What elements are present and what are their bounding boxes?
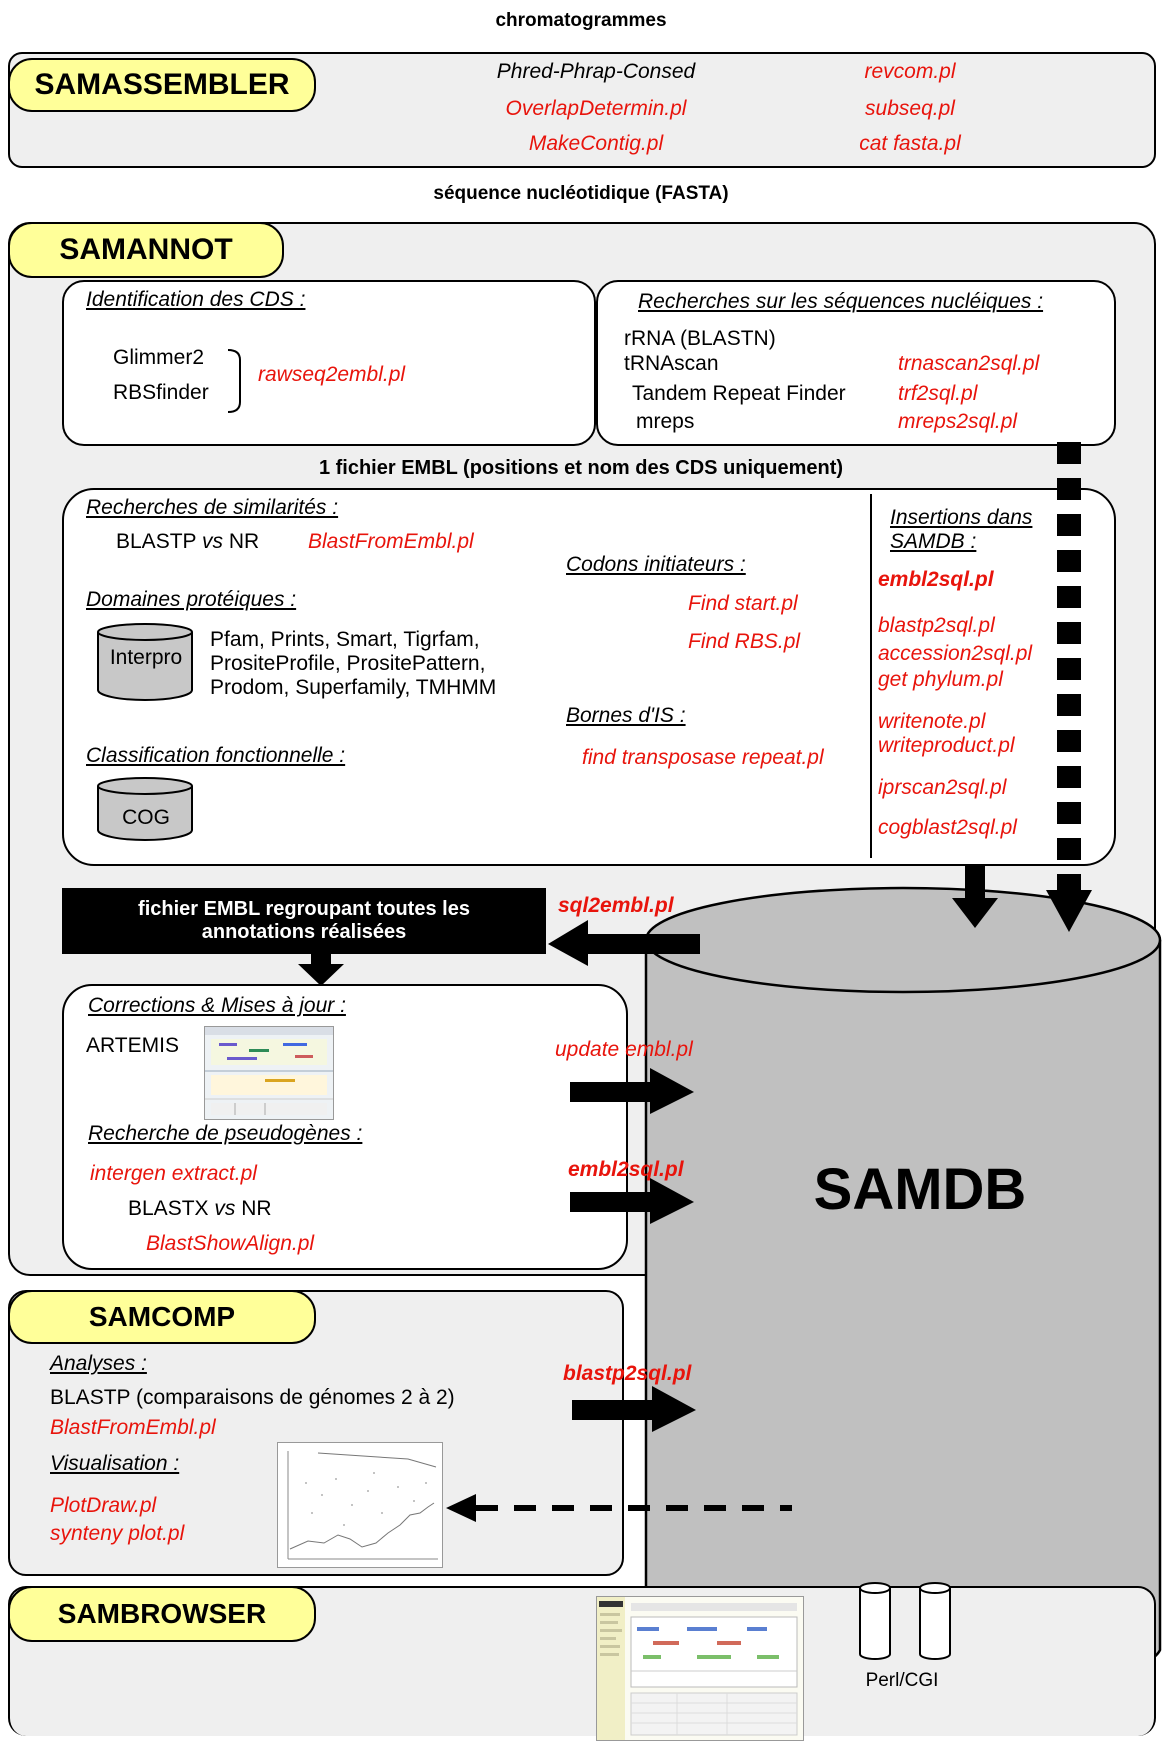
script-mreps2sql: mreps2sql.pl (898, 410, 1018, 433)
assembler-script-revcom: revcom.pl (864, 60, 956, 83)
script-embl2sql: embl2sql.pl (878, 568, 994, 591)
script-update-embl: update embl.pl (555, 1038, 693, 1061)
samdb-to-visualisation-dashed-arrow (446, 1494, 792, 1522)
cds-heading: Identification des CDS : (86, 288, 306, 311)
classification-heading: Classification fonctionnelle : (86, 744, 346, 767)
assembler-tool-phred: Phred-Phrap-Consed (496, 60, 696, 83)
script-find-transposase: find transposase repeat.pl (582, 746, 824, 769)
insert-heading-2: SAMDB : (890, 530, 977, 553)
script-plotdraw: PlotDraw.pl (50, 1494, 157, 1517)
visualisation-heading: Visualisation : (50, 1452, 180, 1475)
script-rawseq2embl: rawseq2embl.pl (258, 363, 406, 386)
script-blastfromembl-comp: BlastFromEmbl.pl (50, 1416, 216, 1439)
cds-bracket (227, 349, 241, 413)
nucleic-search-box (596, 280, 1116, 446)
cog-label: COG (122, 806, 170, 829)
assembler-script-overlap: OverlapDetermin.pl (505, 97, 687, 120)
script-accession2sql: accession2sql.pl (878, 642, 1033, 665)
corrections-box (62, 984, 628, 1270)
comp-to-samdb-arrow (572, 1386, 696, 1432)
interpro-database-icon (97, 623, 193, 701)
chromatogram-label: chromatogrammes (495, 10, 667, 31)
blastx-nr-text: BLASTX vs NR (128, 1197, 272, 1220)
perl-cgi-label: Perl/CGI (865, 1670, 939, 1691)
samcomp-tab: SAMCOMP (8, 1290, 316, 1344)
codons-heading: Codons initiateurs : (566, 553, 746, 576)
assembler-script-catfasta: cat fasta.pl (859, 132, 961, 155)
samassembler-tab: SAMASSEMBLER (8, 58, 316, 112)
embl-file-label: 1 fichier EMBL (positions et nom des CDS… (318, 457, 844, 479)
embl-to-corrections-arrow (298, 954, 344, 986)
analyses-heading: Analyses : (50, 1352, 147, 1375)
similarity-to-samdb-arrow (952, 864, 998, 928)
script-cogblast2sql: cogblast2sql.pl (878, 816, 1017, 839)
script-find-rbs: Find RBS.pl (688, 630, 801, 653)
perl-cgi-connectors (859, 1582, 951, 1660)
script-writenote: writenote.pl (878, 710, 986, 733)
tool-glimmer2: Glimmer2 (113, 346, 205, 369)
nucleic-to-samdb-arrow (1046, 442, 1092, 932)
tool-rbsfinder: RBSfinder (113, 381, 209, 404)
script-blastp2sql: blastp2sql.pl (878, 614, 995, 637)
nucleic-heading: Recherches sur les séquences nucléiques … (638, 290, 1044, 313)
similarity-heading: Recherches de similarités : (86, 496, 339, 519)
sambrowser-screenshot (596, 1596, 804, 1741)
tool-mreps: mreps (636, 410, 695, 433)
assembler-script-subseq: subseq.pl (865, 97, 955, 120)
script-intergen-extract: intergen extract.pl (90, 1162, 257, 1185)
embl-all-annotations-line2: annotations réalisées (201, 921, 407, 943)
pseudo-to-samdb-arrow (570, 1178, 694, 1224)
is-heading: Bornes d'IS : (566, 704, 686, 727)
fasta-label: séquence nucléotidique (FASTA) (433, 183, 729, 204)
script-embl2sql-corr: embl2sql.pl (568, 1158, 684, 1181)
tool-rrna: rRNA (BLASTN) (624, 327, 776, 350)
artemis-screenshot (204, 1026, 334, 1120)
domains-list-1: Pfam, Prints, Smart, Tigrfam, (210, 628, 480, 651)
embl-all-annotations-line1: fichier EMBL regroupant toutes les (138, 898, 470, 920)
script-blastshowalign: BlastShowAlign.pl (146, 1232, 315, 1255)
blastp-comparisons-text: BLASTP (comparaisons de génomes 2 à 2) (50, 1386, 455, 1409)
pseudogene-heading: Recherche de pseudogènes : (88, 1122, 363, 1145)
artemis-label: ARTEMIS (86, 1034, 179, 1057)
samdb-database-cylinder (644, 886, 1162, 1697)
script-find-start: Find start.pl (688, 592, 798, 615)
sambrowser-tab: SAMBROWSER (8, 1586, 316, 1642)
script-blastfromembl: BlastFromEmbl.pl (308, 530, 474, 553)
tool-trnascan: tRNAscan (624, 352, 719, 375)
cog-database-icon (97, 777, 193, 841)
interpro-label: Interpro (109, 646, 183, 669)
update-to-samdb-arrow (570, 1068, 694, 1114)
script-trf2sql: trf2sql.pl (898, 382, 978, 405)
domains-list-2: PrositeProfile, PrositePattern, (210, 652, 486, 675)
samdb-to-embl-arrow (548, 920, 700, 966)
script-trnascan2sql: trnascan2sql.pl (898, 352, 1040, 375)
tool-tandem-repeat: Tandem Repeat Finder (632, 382, 846, 405)
domains-heading: Domaines protéiques : (86, 588, 297, 611)
script-writeproduct: writeproduct.pl (878, 734, 1015, 757)
domains-list-3: Prodom, Superfamily, TMHMM (210, 676, 497, 699)
insert-divider (870, 494, 872, 858)
script-synteny-plot: synteny plot.pl (50, 1522, 185, 1545)
script-blastp2sql-comp: blastp2sql.pl (563, 1362, 692, 1385)
script-iprscan2sql: iprscan2sql.pl (878, 776, 1007, 799)
script-sql2embl: sql2embl.pl (558, 894, 674, 917)
samannot-tab: SAMANNOT (8, 222, 284, 278)
embl-all-annotations-box: fichier EMBL regroupant toutes les annot… (62, 888, 546, 954)
script-get-phylum: get phylum.pl (878, 668, 1003, 691)
synteny-plot-screenshot (277, 1442, 443, 1568)
blastp-nr-text: BLASTP vs NR (116, 530, 260, 553)
insert-heading-1: Insertions dans (890, 506, 1033, 529)
similarity-box (62, 488, 1116, 866)
assembler-script-makecontig: MakeContig.pl (528, 132, 664, 155)
corrections-heading: Corrections & Mises à jour : (88, 994, 346, 1017)
samdb-label: SAMDB (813, 1157, 1027, 1222)
cds-identification-box (62, 280, 596, 446)
